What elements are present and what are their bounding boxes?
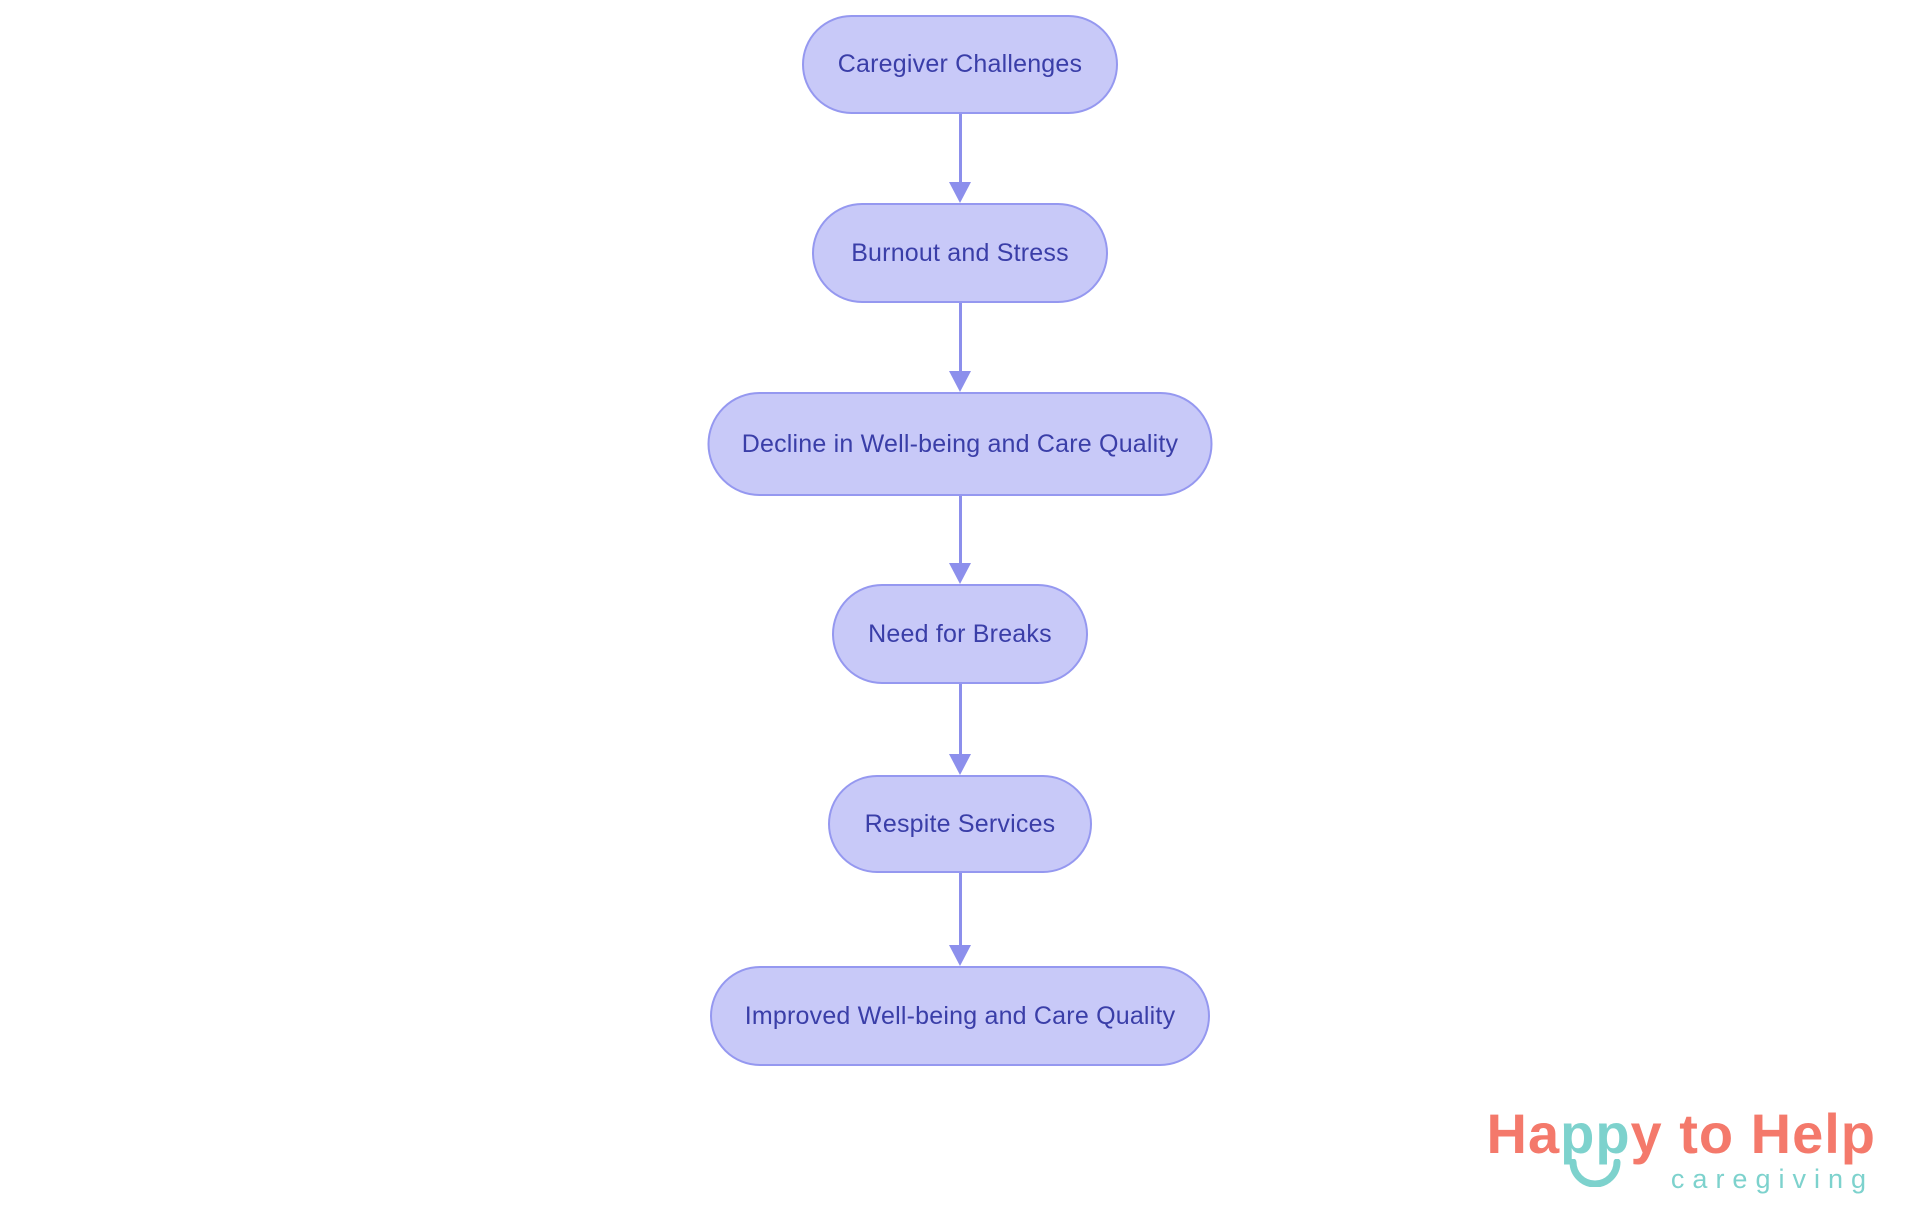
logo-wordmark-teal-segment: pp bbox=[1560, 1106, 1630, 1187]
flow-node-label: Caregiver Challenges bbox=[837, 50, 1083, 78]
smile-icon bbox=[1569, 1159, 1621, 1187]
flow-node-label: Decline in Well-being and Care Quality bbox=[741, 429, 1179, 458]
arrow-line bbox=[958, 303, 962, 371]
flow-connector-4 bbox=[948, 684, 972, 775]
logo-wordmark: Happ y to Help bbox=[1487, 1106, 1876, 1187]
arrow-line bbox=[958, 114, 962, 182]
flow-node-burnout-and-stress: Burnout and Stress bbox=[812, 203, 1108, 303]
flow-node-label: Burnout and Stress bbox=[851, 238, 1069, 267]
arrow-line bbox=[958, 496, 962, 563]
flow-node-caregiver-challenges: Caregiver Challenges bbox=[802, 15, 1118, 114]
arrow-line bbox=[958, 684, 962, 754]
flow-connector-3 bbox=[948, 496, 972, 584]
flow-node-respite-services: Respite Services bbox=[828, 775, 1092, 873]
logo-subtitle: caregiving bbox=[1670, 1164, 1874, 1194]
logo-wordmark-coral-segment: Ha bbox=[1486, 1102, 1561, 1165]
flow-connector-5 bbox=[948, 873, 972, 966]
flow-connector-2 bbox=[948, 303, 972, 392]
happy-to-help-logo: Happ y to Help caregiving bbox=[1487, 1106, 1876, 1195]
flow-node-label: Need for Breaks bbox=[868, 619, 1052, 648]
arrow-down-icon bbox=[949, 182, 971, 203]
logo-wordmark-coral-segment: y to Help bbox=[1630, 1102, 1876, 1165]
arrow-down-icon bbox=[949, 563, 971, 584]
flow-node-improved-wellbeing: Improved Well-being and Care Quality bbox=[710, 966, 1210, 1066]
arrow-down-icon bbox=[949, 754, 971, 775]
arrow-line bbox=[958, 873, 962, 945]
flow-node-label: Respite Services bbox=[864, 809, 1056, 838]
flow-node-decline-in-wellbeing: Decline in Well-being and Care Quality bbox=[707, 392, 1213, 496]
flow-node-need-for-breaks: Need for Breaks bbox=[832, 584, 1088, 684]
arrow-down-icon bbox=[949, 945, 971, 966]
flow-connector-1 bbox=[948, 114, 972, 203]
flow-node-label: Improved Well-being and Care Quality bbox=[744, 1001, 1176, 1030]
arrow-down-icon bbox=[949, 371, 971, 392]
logo-wordmark-pp: pp bbox=[1560, 1102, 1631, 1165]
